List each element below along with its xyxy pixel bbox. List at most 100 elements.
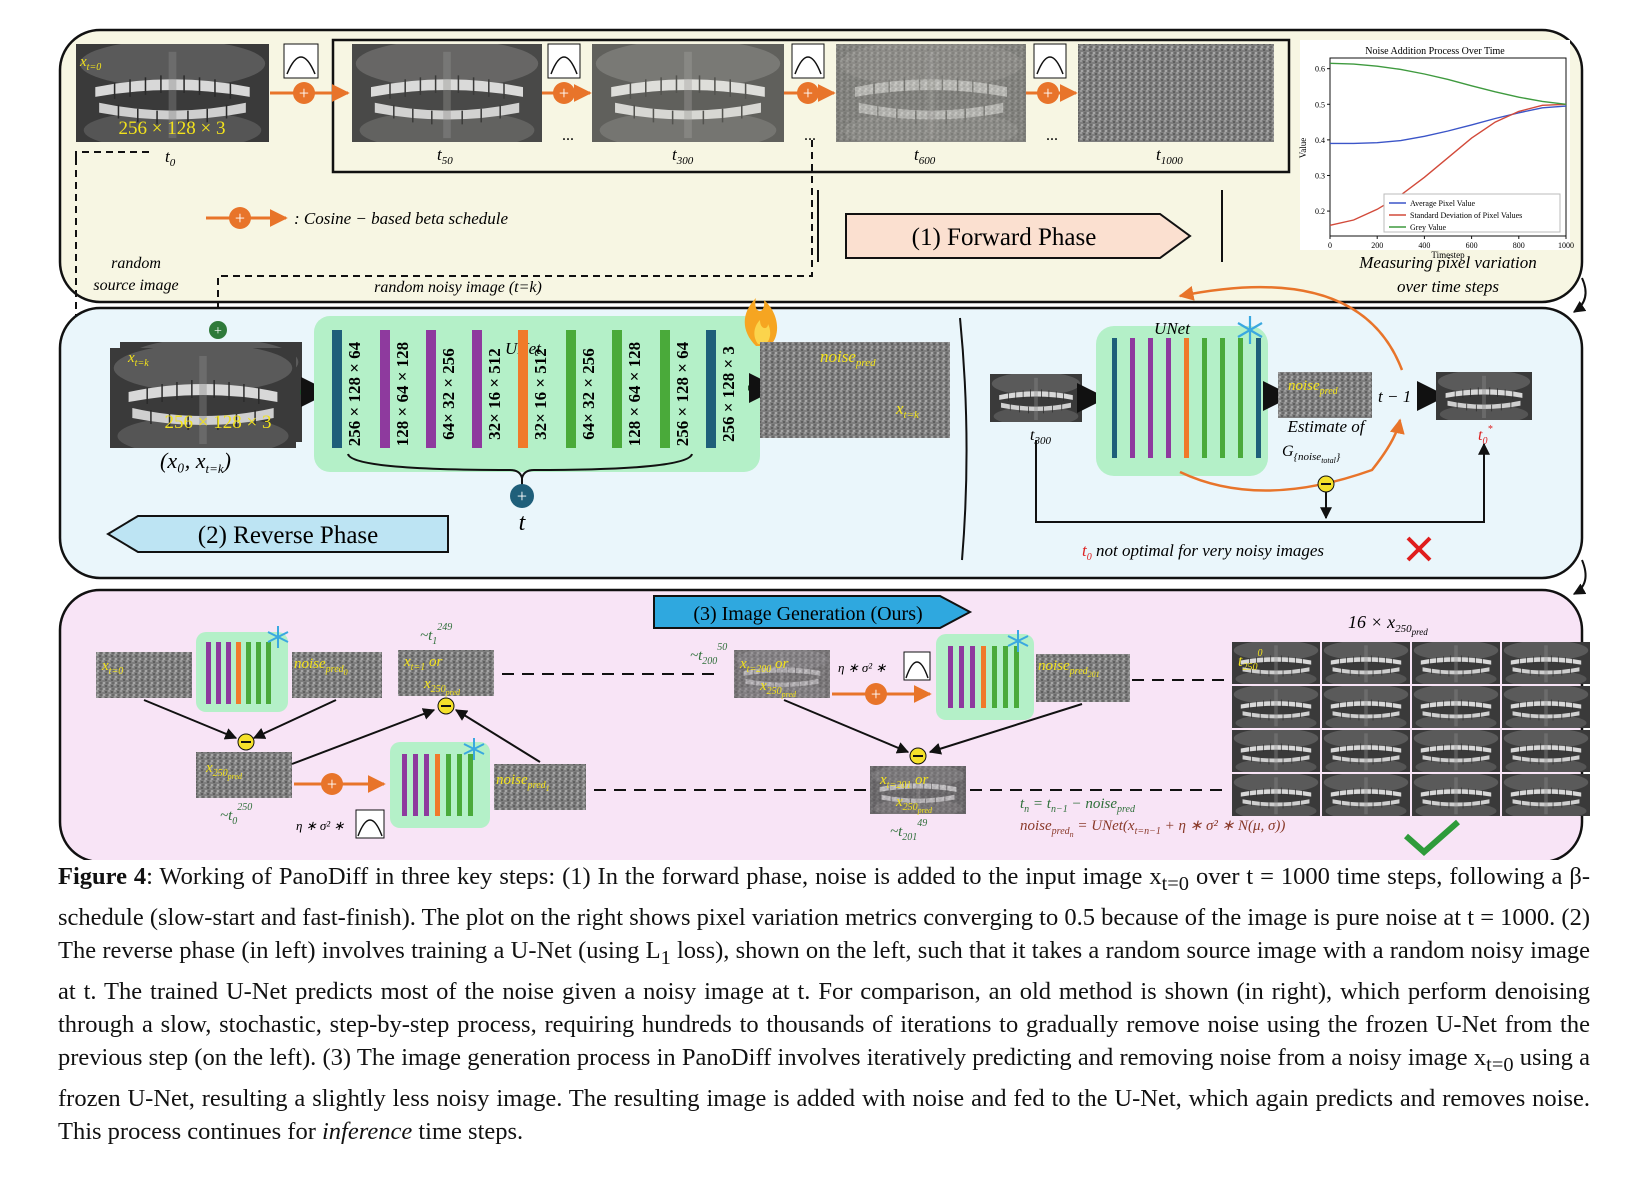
gen-xt0-image bbox=[96, 652, 192, 698]
chart-ylabel: Value bbox=[1298, 138, 1308, 159]
not-optimal-label: t0 not optimal for very noisy images bbox=[1082, 541, 1324, 563]
unet-layer-bar bbox=[706, 330, 716, 448]
gen-noise-pred1-label: noisepred1 bbox=[496, 772, 550, 793]
chart-frame bbox=[1329, 57, 1567, 237]
forward-phase-banner bbox=[845, 213, 1192, 259]
chart-ytick-label-3: 0.5 bbox=[1315, 100, 1325, 109]
gen-eta-label-1: η ∗ σ² ∗ bbox=[296, 818, 344, 833]
chart-ytick-label-4: 0.6 bbox=[1315, 65, 1325, 74]
generated-image-grid bbox=[1232, 642, 1590, 816]
grid-corner-label: t2500 bbox=[1238, 648, 1262, 673]
chart-title: Noise Addition Process Over Time bbox=[1365, 46, 1505, 57]
loop-arrow-top bbox=[1178, 285, 1404, 371]
step-label-t1000: t1000 bbox=[1156, 145, 1183, 167]
unet-layer-label-5: 64× 32 × 256 bbox=[579, 348, 598, 440]
unet-mini-bar bbox=[435, 754, 440, 816]
unet-block bbox=[314, 316, 760, 472]
unet-mini-bar bbox=[981, 646, 986, 708]
generated-image bbox=[1232, 642, 1320, 684]
chart-legend-box bbox=[1383, 193, 1561, 233]
input-label: xt=0 bbox=[79, 54, 101, 73]
noise-pred-image bbox=[760, 342, 950, 438]
unet-layer-bar bbox=[518, 330, 528, 448]
figure-caption: Figure 4: Working of PanoDiff in three k… bbox=[58, 863, 1590, 1145]
unet-mini-bar bbox=[446, 754, 451, 816]
step-image-t1000 bbox=[1078, 44, 1274, 142]
gen-t200-50-label: ~t20050 bbox=[690, 642, 727, 667]
unet-brace bbox=[347, 453, 693, 479]
unet-mini-bar bbox=[1184, 338, 1189, 458]
chart-ytick-label-0: 0.2 bbox=[1315, 207, 1325, 216]
legend-text: : Cosine − based beta schedule bbox=[294, 209, 508, 228]
input-xray bbox=[76, 44, 269, 142]
generated-image bbox=[1412, 730, 1500, 772]
old-unet-layers bbox=[1112, 338, 1261, 458]
chart-series-line-0 bbox=[1330, 105, 1567, 145]
random-source-label-2: source image bbox=[93, 277, 178, 294]
gen-x250-image bbox=[196, 752, 292, 798]
gen-noise-pred201-image bbox=[1036, 654, 1130, 702]
unet-layer-label-1: 128 × 64 × 128 bbox=[393, 342, 412, 446]
gen-t0-250-label: ~t0250 bbox=[220, 802, 252, 827]
gen-noise-pred0-image bbox=[292, 652, 382, 698]
chart-xtick-label-4: 800 bbox=[1513, 241, 1525, 250]
chart-legend-label-2: Grey Value bbox=[1410, 223, 1447, 232]
unet-mini-bar bbox=[226, 642, 231, 704]
svg-text:+: + bbox=[299, 83, 309, 103]
unet-layers: 256 × 128 × 64 128 × 64 × 128 64× 32 × 256… bbox=[332, 330, 738, 448]
generation-phase-banner bbox=[653, 595, 973, 629]
unet-mini-bar bbox=[256, 642, 261, 704]
chart-lines bbox=[1329, 62, 1567, 226]
time-label: t bbox=[519, 510, 527, 536]
gen-xt201-label: xt=201 or bbox=[879, 772, 928, 791]
gen-xt201-label-2: x250pred bbox=[895, 794, 933, 815]
step-image-t600-noise bbox=[836, 44, 1026, 142]
generation-phase-label: (3) Image Generation (Ours) bbox=[693, 603, 922, 625]
generated-image bbox=[1412, 686, 1500, 728]
unet-layer-bar bbox=[332, 330, 342, 448]
svg-text:+: + bbox=[517, 486, 527, 506]
unet-mini-bar bbox=[1148, 338, 1153, 458]
unet-mini-bar bbox=[246, 642, 251, 704]
random-source-label: random bbox=[111, 255, 161, 272]
gen-x250-label: x250pred bbox=[205, 760, 243, 781]
estimate-label: Estimate of bbox=[1287, 417, 1367, 436]
chart-xlabel: Timestep bbox=[1431, 250, 1465, 260]
gen-noise-pred0-label: noisepred0 bbox=[294, 656, 348, 677]
unet-layer-bar bbox=[380, 330, 390, 448]
unet-mini-bar bbox=[1202, 338, 1207, 458]
join-plus-icon bbox=[209, 321, 227, 339]
svg-text:+: + bbox=[1043, 83, 1053, 103]
unet-mini-bar bbox=[1014, 646, 1019, 708]
unet-mini-bar bbox=[468, 754, 473, 816]
unet-layer-label-7: 256 × 128 × 64 bbox=[673, 341, 692, 446]
step-label-t600: t600 bbox=[914, 145, 936, 167]
old-input-image bbox=[990, 374, 1082, 422]
noise-add-arrows: + + + + bbox=[270, 43, 1078, 104]
old-output-image bbox=[1436, 372, 1532, 420]
loop-arrow-bottom bbox=[1179, 418, 1405, 492]
pair-label: (x₀, xt=k) bbox=[160, 448, 231, 476]
step-label-t300: t300 bbox=[672, 145, 694, 167]
chart-xtick-label-5: 1000 bbox=[1558, 241, 1574, 250]
gen-t201-49-label: ~t20149 bbox=[890, 818, 927, 843]
chart-series-line-2 bbox=[1329, 62, 1567, 105]
gen-eq1: tn = tn−1 − noisepred bbox=[1020, 796, 1136, 815]
generated-image bbox=[1412, 774, 1500, 816]
panel-divider bbox=[959, 317, 968, 561]
old-input-label: t300 bbox=[1030, 427, 1051, 447]
reverse-phase-label: (2) Reverse Phase bbox=[198, 522, 379, 549]
unet-mini-bar bbox=[948, 646, 953, 708]
gen-xt1-label-2: x250pred bbox=[423, 676, 461, 697]
unet-mini-bar bbox=[1112, 338, 1117, 458]
generated-image bbox=[1232, 686, 1320, 728]
chart-ytick-label-2: 0.4 bbox=[1315, 136, 1325, 145]
step-label-t0: t0 bbox=[165, 147, 176, 169]
gen-unet-0-layers bbox=[206, 642, 271, 704]
chart-legend-label-1: Standard Deviation of Pixel Values bbox=[1410, 211, 1522, 220]
unet-mini-bar bbox=[424, 754, 429, 816]
gen-xt1-label: xt=1 or bbox=[403, 654, 442, 673]
panel-connector-2 bbox=[1572, 559, 1587, 595]
noise-add-2: + bbox=[542, 43, 592, 104]
